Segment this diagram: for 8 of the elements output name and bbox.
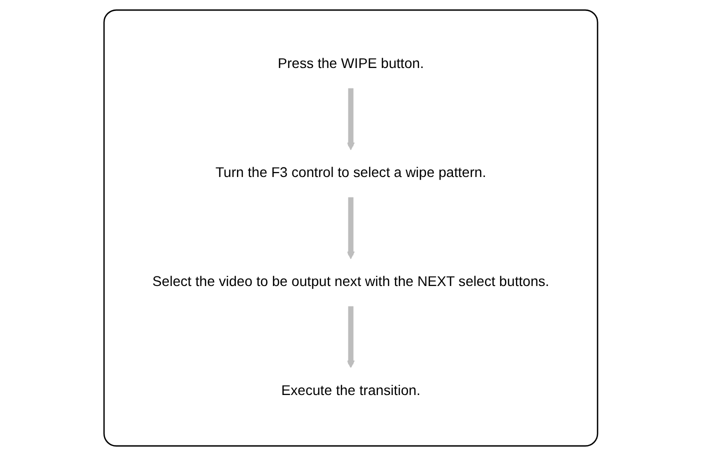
node-text: Select the video to be output next with the NEXT select buttons. (152, 274, 549, 290)
node-text: Execute the transition. (280, 384, 420, 398)
cluster (103, 9, 598, 447)
node-text: Turn the F3 control to select a wipe pattern. (215, 166, 486, 181)
arrow (346, 197, 354, 260)
arrow (346, 306, 354, 368)
node-text: Press the WIPE button. (277, 56, 424, 72)
arrow (346, 88, 354, 150)
